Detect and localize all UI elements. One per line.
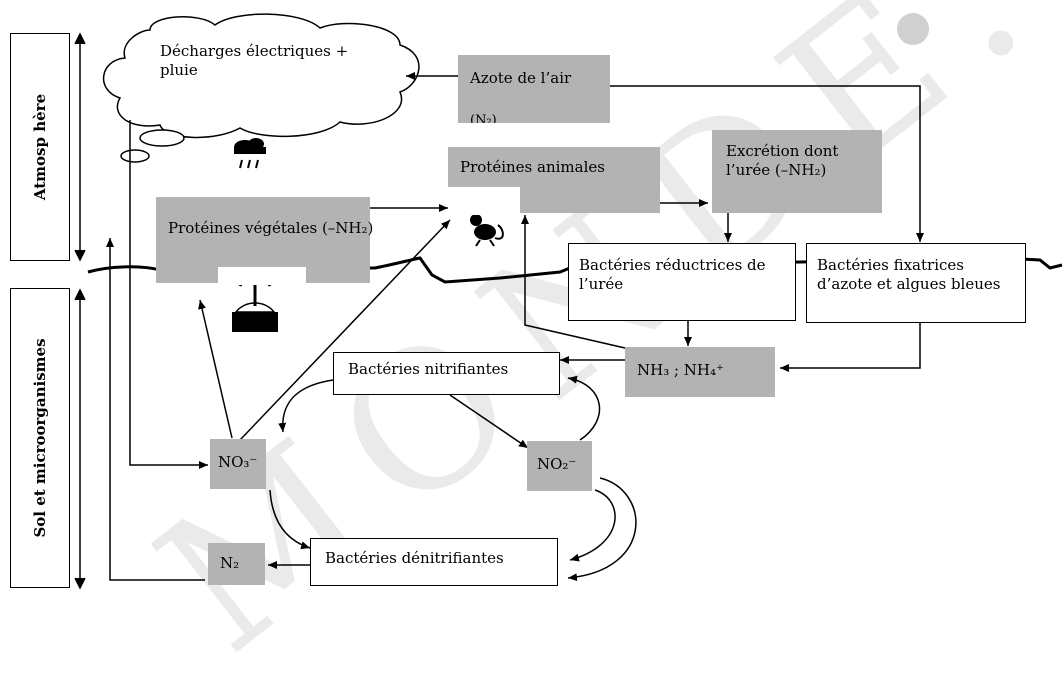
bacteries-denitrifiantes-label: Bactéries dénitrifiantes xyxy=(325,549,504,567)
ammonium-label: NH₃ ; NH₄⁺ xyxy=(637,361,724,379)
arrow-cloud-to-nitrate xyxy=(129,120,208,469)
rain-cloud-icon xyxy=(234,138,266,169)
arrow-nitrifiantes-to-nitrate xyxy=(278,379,334,433)
cloud-bubble xyxy=(120,149,150,163)
cloud-label: Décharges électriques + pluie xyxy=(160,42,349,79)
arrow-nitrate-to-denitrifiantes xyxy=(269,489,311,550)
cloud-shape xyxy=(103,13,420,139)
bacteries-reductrices-box: Bactéries réductrices de l’urée xyxy=(568,243,796,321)
arrow-nitrifiantes-to-nitrite xyxy=(449,394,529,449)
arrow-nitrate-to-animales xyxy=(239,219,451,441)
arrow-nitrite-to-denitrifiantes xyxy=(569,489,616,562)
nitrogen-cycle-diagram: MONDE. Atmosp hère Sol et microorganisme… xyxy=(10,0,1063,694)
decorative-dot xyxy=(897,13,929,45)
proteines-animales-box: Protéines animales xyxy=(448,147,660,215)
arrow-nitrite-to-denitrifiantes-outer xyxy=(567,477,637,582)
bacteries-nitrifiantes-box: Bactéries nitrifiantes xyxy=(333,352,560,395)
nitrate-box: NO₃⁻ xyxy=(210,439,266,489)
azote-air-label: Azote de l’air xyxy=(470,69,572,87)
arrow-fixatrices-to-ammonium xyxy=(780,322,921,372)
cloud-bubble xyxy=(139,129,185,147)
excretion-label: Excrétion dont l’urée (–NH₂) xyxy=(726,142,839,179)
proteines-vegetales-box: Protéines végétales (–NH₂) xyxy=(156,197,374,285)
azote-air-formula: (N₂) xyxy=(470,113,497,123)
arrow-nitrate-to-vegetales xyxy=(198,299,233,439)
bacteries-nitrifiantes-label: Bactéries nitrifiantes xyxy=(348,360,509,378)
arrow-ammonium-to-animales xyxy=(521,215,626,349)
rat-icon xyxy=(470,214,504,247)
atmosphere-label: Atmosp hère xyxy=(10,33,70,261)
nitrite-label: NO₂⁻ xyxy=(537,455,577,473)
nitrate-label: NO₃⁻ xyxy=(218,453,258,471)
proteines-vegetales-label: Protéines végétales (–NH₂) xyxy=(168,219,374,237)
diazote-label: N₂ xyxy=(220,554,240,572)
azote-air-box: Azote de l’air (N₂) xyxy=(458,55,610,123)
diazote-box: N₂ xyxy=(208,543,265,585)
excretion-box: Excrétion dont l’urée (–NH₂) xyxy=(712,130,882,213)
arrow-diazote-to-atmosphere xyxy=(106,238,205,581)
atmosphere-span-arrow xyxy=(74,32,86,262)
bacteries-fixatrices-label: Bactéries fixatrices d’azote et algues b… xyxy=(817,256,1001,293)
ammonium-box: NH₃ ; NH₄⁺ xyxy=(625,347,775,397)
vegetales-notch xyxy=(218,267,306,285)
soil-label: Sol et microorganismes xyxy=(10,288,70,588)
bacteries-reductrices-label: Bactéries réductrices de l’urée xyxy=(579,256,766,293)
bacteries-denitrifiantes-box: Bactéries dénitrifiantes xyxy=(310,538,558,586)
diagram-lines xyxy=(74,13,1063,590)
arrow-nitrite-to-nitrifiantes xyxy=(567,375,601,441)
arrow-azote-to-fixatrices xyxy=(610,85,924,242)
bacteries-fixatrices-box: Bactéries fixatrices d’azote et algues b… xyxy=(806,243,1026,323)
soil-span-arrow xyxy=(74,288,86,590)
animales-notch xyxy=(448,187,520,215)
nitrite-box: NO₂⁻ xyxy=(527,441,592,491)
proteines-animales-label: Protéines animales xyxy=(460,158,605,176)
